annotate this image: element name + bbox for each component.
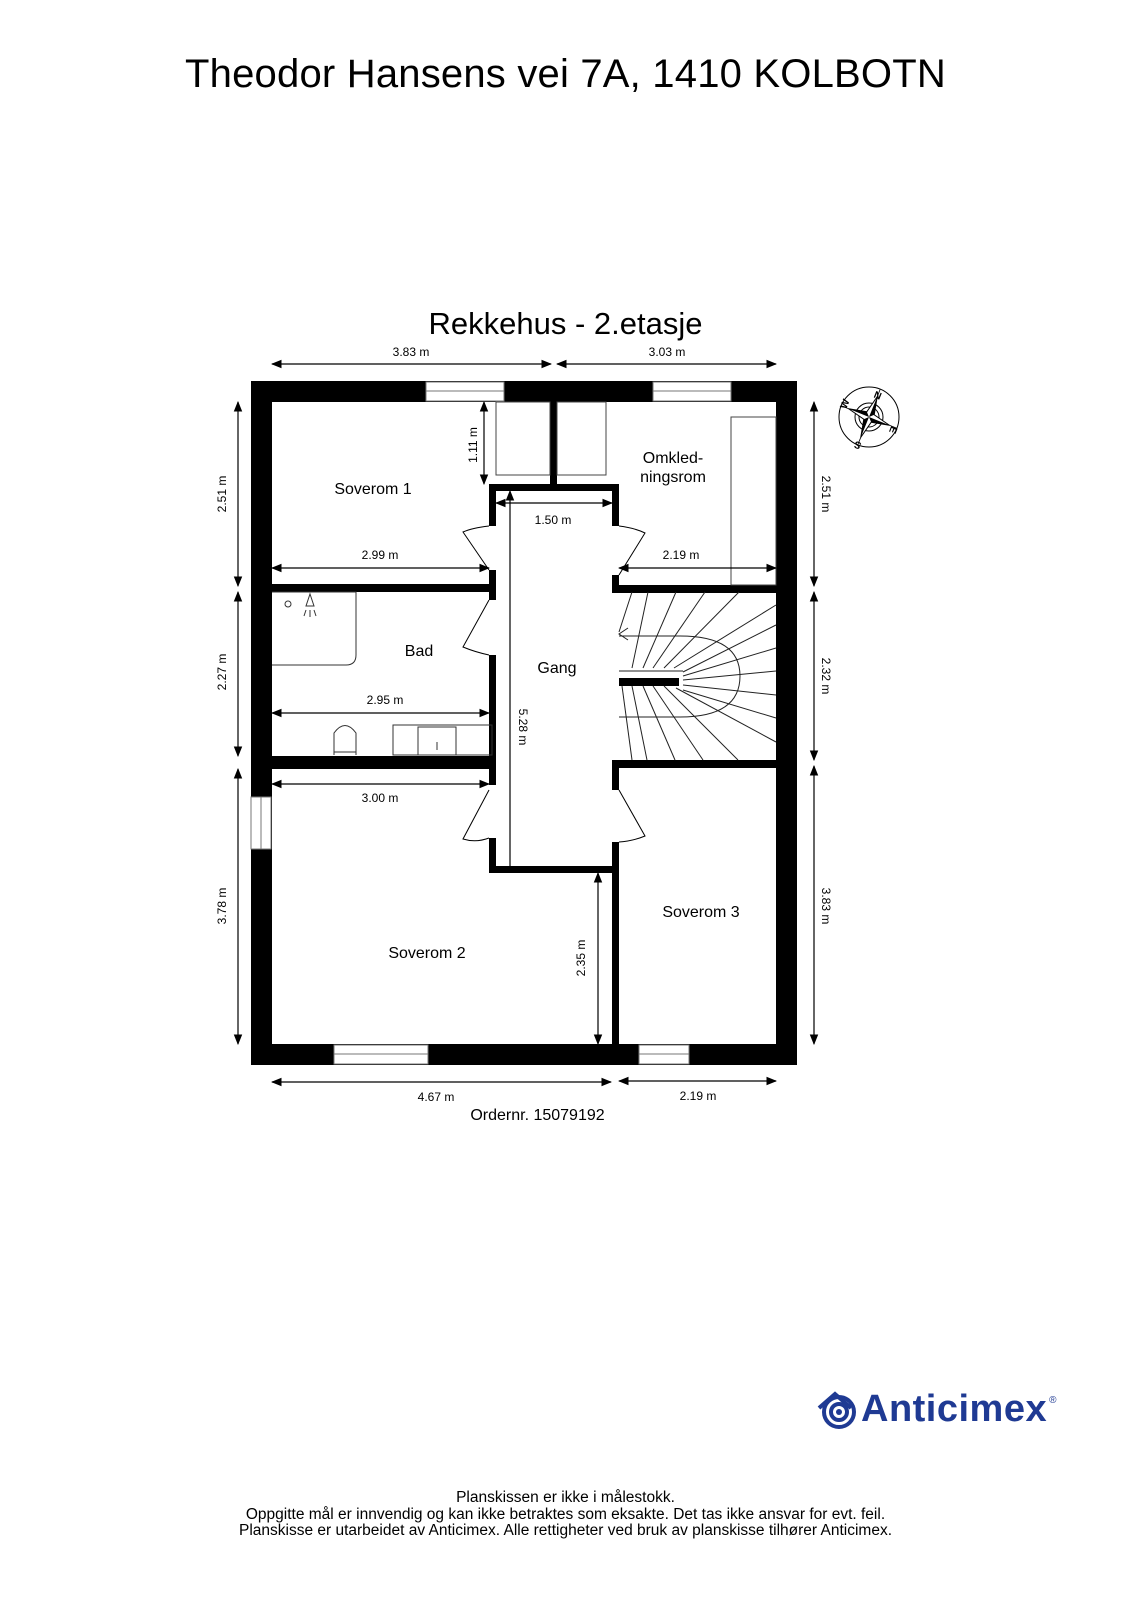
svg-text:3.78 m: 3.78 m — [215, 888, 229, 925]
svg-text:2.35 m: 2.35 m — [574, 940, 588, 977]
svg-text:3.83 m: 3.83 m — [819, 888, 833, 925]
room-omkledningsrom-line2: ningsrom — [640, 469, 706, 486]
logo-registered-mark: ® — [1049, 1395, 1057, 1406]
room-gang: Gang — [537, 660, 576, 677]
room-soverom-2: Soverom 2 — [388, 945, 465, 962]
closets — [495, 401, 777, 586]
svg-text:3.03 m: 3.03 m — [649, 345, 686, 359]
svg-text:N: N — [872, 390, 883, 403]
stair-direction-arrow-icon — [618, 627, 629, 641]
staircase — [618, 591, 777, 761]
svg-text:E: E — [886, 425, 899, 436]
logo-text: Anticimex — [861, 1388, 1048, 1430]
disclaimer-line-2: Oppgitte mål er innvendig og kan ikke be… — [245, 1505, 886, 1523]
dimension-labels: 3.83 m 3.03 m 2.51 m 2.27 m 3.78 m 2.51 … — [215, 345, 833, 1104]
svg-text:2.95 m: 2.95 m — [367, 693, 404, 707]
svg-text:2.19 m: 2.19 m — [663, 548, 700, 562]
room-labels: Soverom 1 Omkled- ningsrom Bad Gang Sove… — [334, 450, 739, 962]
disclaimer-line-1: Planskissen er ikke i målestokk. — [456, 1489, 675, 1506]
room-omkledningsrom-line1: Omkled- — [643, 450, 703, 467]
windows — [250, 381, 732, 1065]
svg-text:3.83 m: 3.83 m — [393, 345, 430, 359]
doors — [462, 525, 646, 843]
svg-text:2.19 m: 2.19 m — [680, 1089, 717, 1103]
svg-text:1.50 m: 1.50 m — [535, 513, 572, 527]
anticimex-logo: Anticimex ® — [815, 1388, 1057, 1431]
address-title: Theodor Hansens vei 7A, 1410 KOLBOTN — [185, 52, 946, 96]
svg-text:2.27 m: 2.27 m — [215, 654, 229, 691]
anticimex-swirl-icon — [817, 1390, 856, 1429]
svg-text:4.67 m: 4.67 m — [418, 1090, 455, 1104]
svg-text:2.51 m: 2.51 m — [215, 476, 229, 513]
dimension-lines — [233, 359, 819, 1087]
bathroom-fixtures — [272, 591, 493, 756]
shower-icon — [272, 591, 357, 666]
order-number: Ordernr. 15079192 — [470, 1107, 605, 1124]
svg-text:W: W — [839, 397, 853, 410]
svg-text:S: S — [852, 438, 863, 451]
room-bad: Bad — [405, 643, 433, 660]
vanity-icon — [392, 724, 493, 756]
disclaimer-footer: Planskissen er ikke i målestokk. Oppgitt… — [0, 1489, 1131, 1540]
svg-text:2.51 m: 2.51 m — [819, 476, 833, 513]
compass-icon: N E S W — [838, 386, 900, 451]
svg-text:1.11 m: 1.11 m — [466, 427, 480, 463]
svg-text:3.00 m: 3.00 m — [362, 791, 399, 805]
svg-text:5.28 m: 5.28 m — [516, 709, 530, 746]
room-soverom-3: Soverom 3 — [662, 904, 739, 921]
svg-text:2.99 m: 2.99 m — [362, 548, 399, 562]
disclaimer-line-3: Planskisse er utarbeidet av Anticimex. A… — [238, 1522, 892, 1539]
svg-text:2.32 m: 2.32 m — [819, 658, 833, 695]
room-soverom-1: Soverom 1 — [334, 481, 411, 498]
interior-walls — [272, 402, 776, 1044]
toilet-icon — [333, 725, 357, 755]
plan-title: Rekkehus - 2.etasje — [428, 306, 703, 341]
